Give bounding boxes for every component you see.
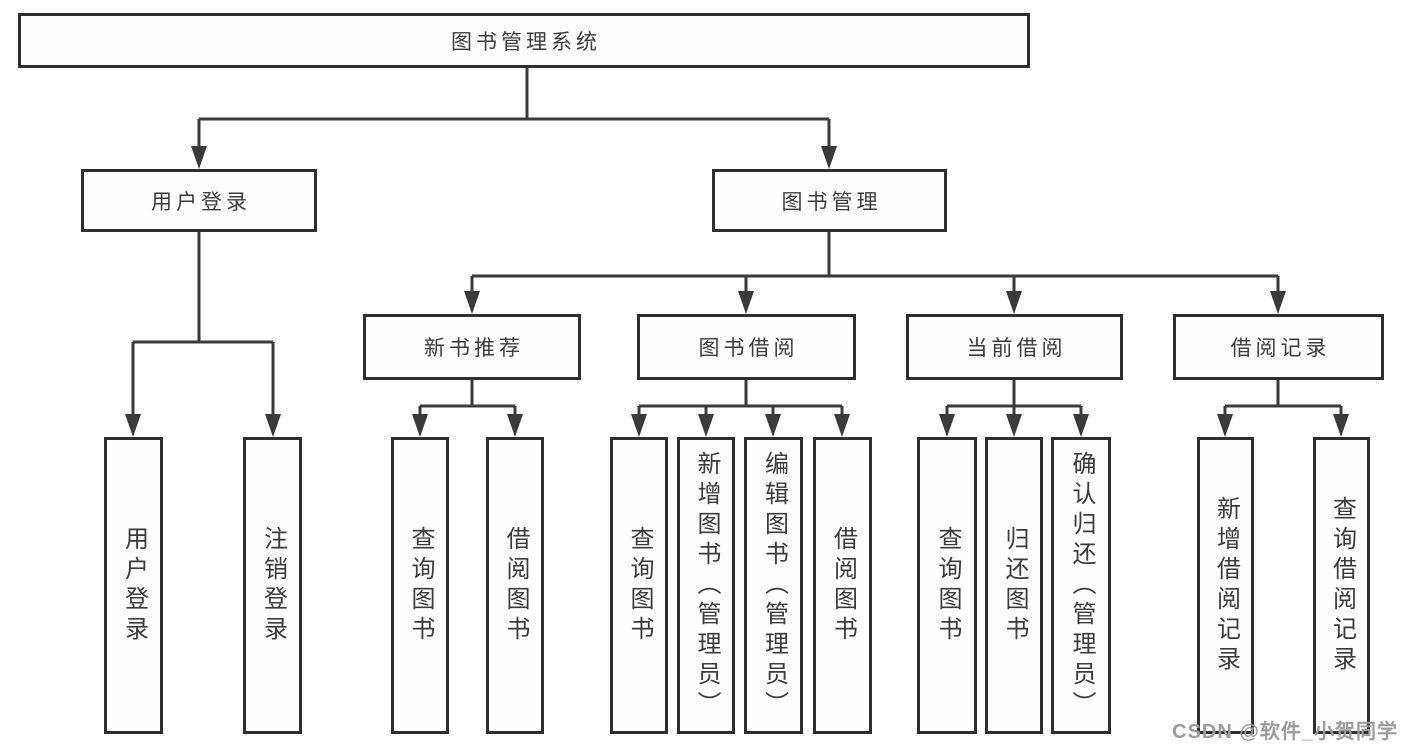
leaf-label: 注销登录 bbox=[259, 525, 287, 646]
leaf-label: 归还图书 bbox=[1001, 525, 1028, 646]
node-borrow-records: 借阅记录 bbox=[1173, 314, 1384, 380]
node-book-management: 图书管理 bbox=[712, 169, 947, 232]
leaf-recommend-query-books: 查询图书 bbox=[391, 437, 449, 734]
node-user-login: 用户登录 bbox=[81, 169, 317, 232]
csdn-watermark: CSDN @软件_小贺同学 bbox=[1172, 721, 1398, 743]
leaf-label: 新增借阅记录 bbox=[1212, 495, 1240, 676]
node-book-borrow: 图书借阅 bbox=[637, 314, 856, 380]
leaf-logout: 注销登录 bbox=[243, 437, 302, 734]
leaf-label: 借阅图书 bbox=[829, 525, 857, 646]
leaf-borrow-query-books: 查询图书 bbox=[610, 437, 668, 734]
leaf-current-confirm-return-admin: 确认归还（管理员） bbox=[1051, 437, 1111, 734]
leaf-label: 查询图书 bbox=[934, 525, 961, 646]
leaf-label: 查询图书 bbox=[626, 525, 653, 646]
leaf-current-query-books: 查询图书 bbox=[917, 437, 977, 734]
leaf-label: 新增图书（管理员） bbox=[693, 450, 720, 721]
leaf-label: 编辑图书（管理员） bbox=[760, 450, 788, 721]
leaf-user-login: 用户登录 bbox=[104, 437, 163, 734]
node-new-book-recommend: 新书推荐 bbox=[363, 314, 581, 380]
leaf-borrow-edit-books-admin: 编辑图书（管理员） bbox=[744, 437, 803, 734]
leaf-recommend-borrow-books: 借阅图书 bbox=[486, 437, 544, 734]
leaf-label: 用户登录 bbox=[120, 525, 148, 646]
leaf-borrow-add-books-admin: 新增图书（管理员） bbox=[677, 437, 735, 734]
leaf-label: 查询借阅记录 bbox=[1328, 495, 1356, 676]
leaf-records-query-record: 查询借阅记录 bbox=[1313, 437, 1370, 734]
leaf-records-add-record: 新增借阅记录 bbox=[1197, 437, 1254, 734]
node-current-borrow: 当前借阅 bbox=[906, 314, 1123, 380]
leaf-label: 借阅图书 bbox=[502, 525, 529, 646]
leaf-current-return-books: 归还图书 bbox=[985, 437, 1043, 734]
leaf-label: 确认归还（管理员） bbox=[1068, 450, 1095, 721]
leaf-label: 查询图书 bbox=[407, 525, 434, 646]
leaf-borrow-borrow-books: 借阅图书 bbox=[813, 437, 872, 734]
node-library-management-system: 图书管理系统 bbox=[18, 13, 1030, 68]
